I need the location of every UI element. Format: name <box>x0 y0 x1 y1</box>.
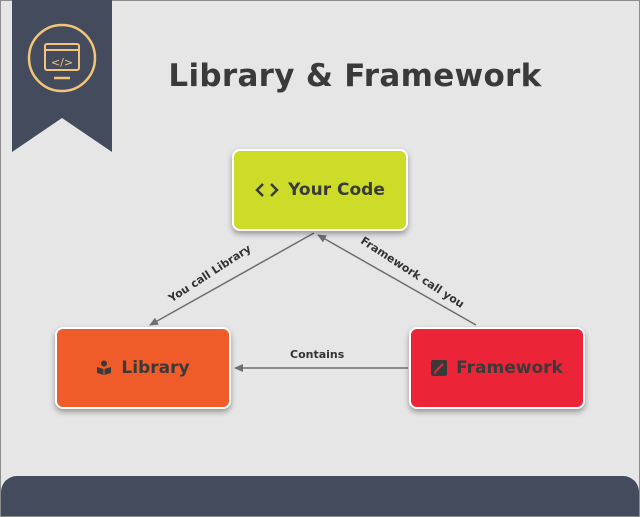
node-label: Library <box>121 358 190 378</box>
page-title: Library & Framework <box>168 58 542 94</box>
book-reader-icon <box>96 360 112 376</box>
ribbon-badge: </> <box>12 0 112 152</box>
node-your-code: Your Code <box>232 149 408 231</box>
edge-label-contains: Contains <box>290 348 345 361</box>
node-label: Framework <box>456 358 563 378</box>
arrow-framework-call-you <box>317 234 477 326</box>
code-window-icon: </> <box>44 43 80 80</box>
footer-bar <box>1 476 639 516</box>
edit-icon <box>431 360 448 376</box>
code-icon <box>255 182 279 198</box>
svg-text:</>: </> <box>51 56 73 69</box>
node-label: Your Code <box>288 180 385 200</box>
arrow-you-call-library <box>149 232 315 326</box>
node-framework: Framework <box>409 327 585 409</box>
node-library: Library <box>55 327 231 409</box>
